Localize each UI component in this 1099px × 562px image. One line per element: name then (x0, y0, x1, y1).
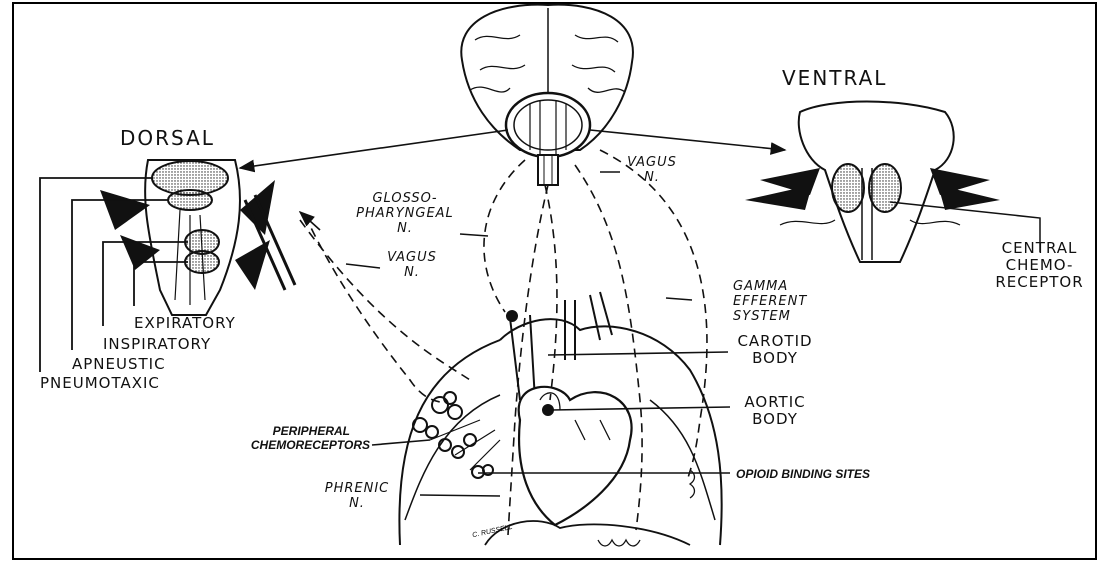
aortic-line-1: AORTIC (730, 394, 820, 411)
thorax-illustration (399, 292, 721, 546)
vagus-top-line-1: VAGUS (620, 155, 684, 170)
ventral-heading: VENTRAL (782, 66, 887, 90)
apneustic-label: APNEUSTIC (72, 356, 166, 373)
vagus-left-line-2: N. (382, 265, 442, 280)
carotid-line-1: CAROTID (730, 333, 820, 350)
gamma-line-1: GAMMA (733, 279, 807, 294)
peripheral-line-1: PERIPHERAL (180, 424, 370, 438)
peripheral-chemoreceptors-label: PERIPHERAL CHEMORECEPTORS (180, 424, 370, 452)
dorsal-heading: DORSAL (120, 126, 215, 150)
expiratory-label: EXPIRATORY (134, 315, 236, 332)
glossopharyngeal-label: GLOSSO- PHARYNGEAL N. (350, 191, 460, 236)
central-line-1: CENTRAL (992, 240, 1087, 257)
central-line-3: RECEPTOR (992, 274, 1087, 291)
vagus-top-label: VAGUS N. (620, 155, 684, 185)
phrenic-line-2: N. (312, 496, 402, 511)
glossopharyngeal-line-3: N. (350, 221, 460, 236)
peripheral-line-2: CHEMORECEPTORS (180, 438, 370, 452)
phrenic-label: PHRENIC N. (312, 481, 402, 511)
central-chemoreceptor-label: CENTRAL CHEMO- RECEPTOR (992, 240, 1087, 291)
vagus-left-label: VAGUS N. (382, 250, 442, 280)
ventral-brainstem (745, 102, 1040, 263)
brain-illustration (461, 5, 633, 185)
glossopharyngeal-line-2: PHARYNGEAL (350, 206, 460, 221)
gamma-efferent-label: GAMMA EFFERENT SYSTEM (733, 279, 807, 324)
aortic-body-label: AORTIC BODY (730, 394, 820, 428)
opioid-binding-sites-label: OPIOID BINDING SITES (736, 467, 870, 481)
phrenic-line-1: PHRENIC (312, 481, 402, 496)
vagus-top-line-2: N. (620, 170, 684, 185)
vagus-left-line-1: VAGUS (382, 250, 442, 265)
dorsal-brainstem (100, 160, 295, 315)
nerve-arrowheads (300, 212, 320, 230)
gamma-line-3: SYSTEM (733, 309, 807, 324)
inspiratory-label: INSPIRATORY (103, 336, 211, 353)
carotid-body-label: CAROTID BODY (730, 333, 820, 367)
pneumotaxic-label: PNEUMOTAXIC (40, 375, 160, 392)
gamma-line-2: EFFERENT (733, 294, 807, 309)
central-line-2: CHEMO- (992, 257, 1087, 274)
aortic-line-2: BODY (730, 411, 820, 428)
carotid-line-2: BODY (730, 350, 820, 367)
glossopharyngeal-line-1: GLOSSO- (350, 191, 460, 206)
